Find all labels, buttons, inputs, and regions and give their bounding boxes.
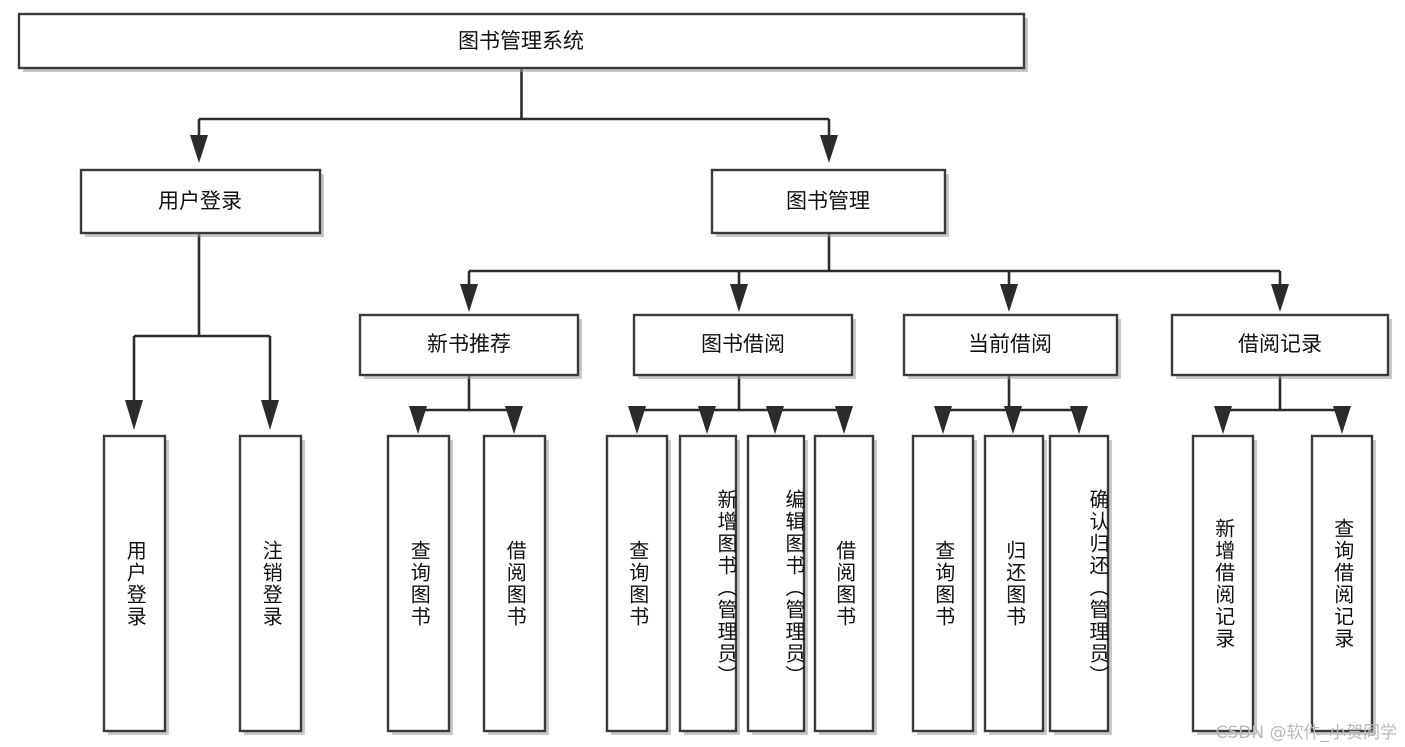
arrow-head-book-borrow: [730, 284, 748, 312]
arrow-head-book-manage: [820, 135, 838, 163]
connector-group-user-login: [125, 233, 279, 430]
connector-group-book-manage: [460, 233, 1289, 312]
node-book-borrow[interactable]: 图书借阅: [632, 313, 856, 379]
connector-group-book-borrow: [628, 375, 853, 434]
connector-group-current-borrow: [934, 375, 1088, 434]
arrow-head-current-borrow: [1000, 284, 1018, 312]
leaf-box[interactable]: [238, 434, 305, 735]
arrow-head-leaf-nbr-1: [409, 406, 427, 434]
leaf-box[interactable]: [482, 434, 549, 735]
connector-group-root: [190, 68, 838, 163]
node-book-borrow-label: 图书借阅: [701, 332, 785, 356]
node-new-book-rec[interactable]: 新书推荐: [358, 313, 582, 379]
leaf-box[interactable]: [605, 434, 671, 735]
arrow-head-new-book-rec: [460, 284, 478, 312]
node-current-borrow[interactable]: 当前借阅: [902, 313, 1121, 379]
node-current-borrow-label: 当前借阅: [968, 332, 1052, 356]
arrow-head-user-login: [190, 135, 208, 163]
leaf-box[interactable]: [911, 434, 977, 735]
leaf-box[interactable]: [1310, 434, 1376, 735]
leaf-box[interactable]: [813, 434, 877, 735]
node-borrow-record-label: 借阅记录: [1238, 332, 1322, 356]
connector-group-new-book-rec: [409, 375, 523, 434]
arrow-head-leaf-br-1: [1214, 406, 1232, 434]
leaf-box[interactable]: [678, 434, 740, 735]
node-user-login[interactable]: 用户登录: [79, 168, 324, 237]
leaf-box-group: [102, 434, 1376, 735]
connector-group-borrow-record: [1214, 375, 1351, 434]
arrow-head-borrow-record: [1271, 284, 1289, 312]
node-book-manage-label: 图书管理: [786, 189, 870, 213]
arrow-head-leaf-cb-3: [1070, 406, 1088, 434]
leaf-box[interactable]: [102, 434, 169, 735]
node-root-label: 图书管理系统: [458, 29, 584, 53]
arrow-head-leaf-nbr-2: [505, 406, 523, 434]
leaf-box[interactable]: [1191, 434, 1257, 735]
arrow-head-leaf-bb-4: [835, 406, 853, 434]
watermark: CSDN @软件_小贺同学: [1215, 723, 1397, 743]
leaf-box[interactable]: [386, 434, 453, 735]
node-root[interactable]: 图书管理系统: [17, 12, 1028, 72]
node-borrow-record[interactable]: 借阅记录: [1170, 313, 1392, 379]
arrow-head-leaf-user-login-2: [261, 400, 279, 430]
node-book-manage[interactable]: 图书管理: [710, 168, 949, 237]
arrow-head-leaf-bb-1: [628, 406, 646, 434]
arrow-head-leaf-br-2: [1333, 406, 1351, 434]
leaf-box[interactable]: [1048, 434, 1112, 735]
node-new-book-rec-label: 新书推荐: [427, 332, 511, 356]
leaf-box[interactable]: [983, 434, 1047, 735]
arrow-head-leaf-user-login-1: [125, 400, 143, 430]
leaf-box[interactable]: [746, 434, 808, 735]
arrow-head-leaf-bb-3: [766, 406, 784, 434]
arrow-head-leaf-cb-1: [934, 406, 952, 434]
arrow-head-leaf-bb-2: [698, 406, 716, 434]
arrow-head-leaf-cb-2: [1004, 406, 1022, 434]
node-user-login-label: 用户登录: [158, 189, 242, 213]
